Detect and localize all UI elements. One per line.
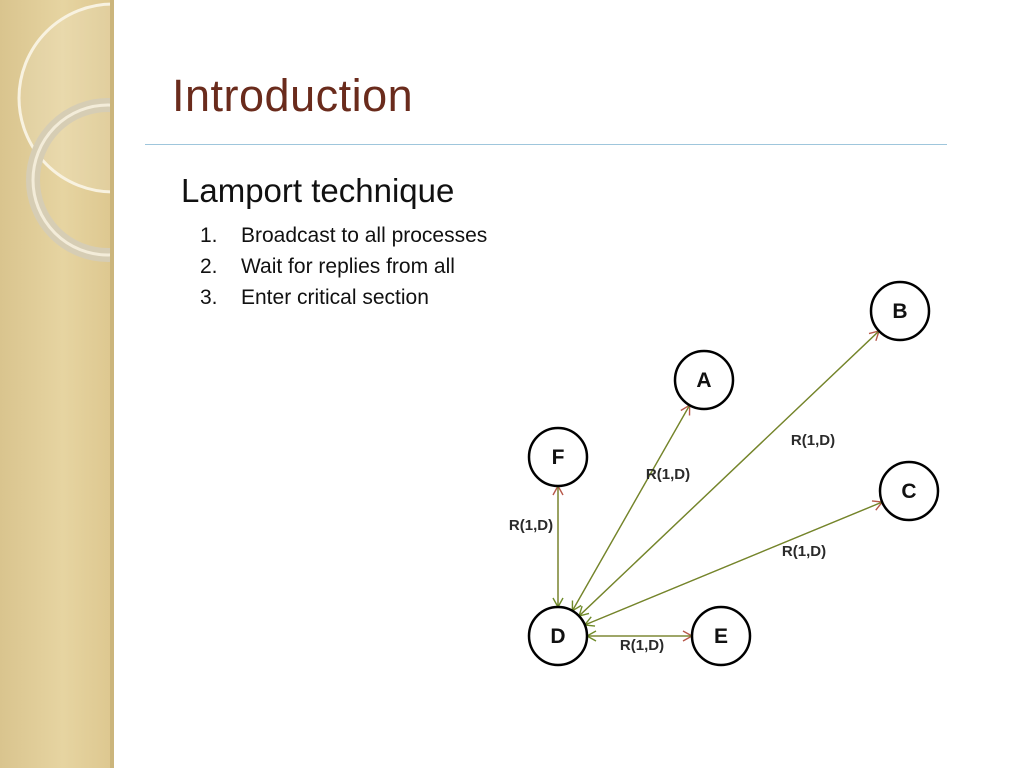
node-circle [878, 460, 940, 522]
edge-label-a: R(1,D) [646, 466, 690, 483]
node-circle [690, 605, 752, 667]
step-number: 1. [200, 224, 218, 247]
node-circle [673, 349, 735, 411]
step-number: 2. [200, 255, 218, 278]
edge-label-b: R(1,D) [791, 432, 835, 449]
step-text: Enter critical section [241, 286, 429, 309]
edges-layer: R(1,D) R(1,D) R(1,D) R(1,D) R(1,D) [509, 329, 884, 654]
list-item: 3. Enter critical section [200, 284, 487, 315]
node-label: C [901, 480, 916, 503]
node-label: B [892, 300, 907, 323]
edge-label-c: R(1,D) [782, 543, 826, 560]
node-label: E [714, 625, 728, 648]
node-f: F [527, 426, 589, 488]
node-label: D [550, 625, 565, 648]
subheading: Lamport technique [181, 172, 455, 209]
node-c: C [878, 460, 940, 522]
node-label: F [552, 446, 565, 469]
reply-arrow-b [577, 330, 880, 618]
step-text: Wait for replies from all [241, 255, 455, 278]
nodes-layer: A B C D E F [527, 280, 940, 667]
node-label: A [696, 369, 711, 392]
step-text: Broadcast to all processes [241, 224, 488, 247]
node-b: B [869, 280, 931, 342]
list-item: 1. Broadcast to all processes [200, 222, 487, 253]
steps-list: 1. Broadcast to all processes 2. Wait for … [200, 222, 487, 315]
decorative-sidebar [0, 0, 114, 768]
node-e: E [690, 605, 752, 667]
node-circle [527, 426, 589, 488]
sidebar-edge [110, 0, 114, 768]
node-a: A [673, 349, 735, 411]
step-number: 3. [200, 286, 218, 309]
node-circle [527, 605, 589, 667]
title-divider [145, 144, 947, 145]
node-circle [869, 280, 931, 342]
edge-label-e: R(1,D) [620, 637, 664, 654]
list-item: 2. Wait for replies from all [200, 253, 487, 284]
reply-arrow-c [583, 501, 883, 627]
reply-arrow-a [571, 404, 691, 613]
slide-title: Introduction [172, 70, 414, 121]
edge-label-f: R(1,D) [509, 517, 553, 534]
node-d: D [527, 605, 589, 667]
